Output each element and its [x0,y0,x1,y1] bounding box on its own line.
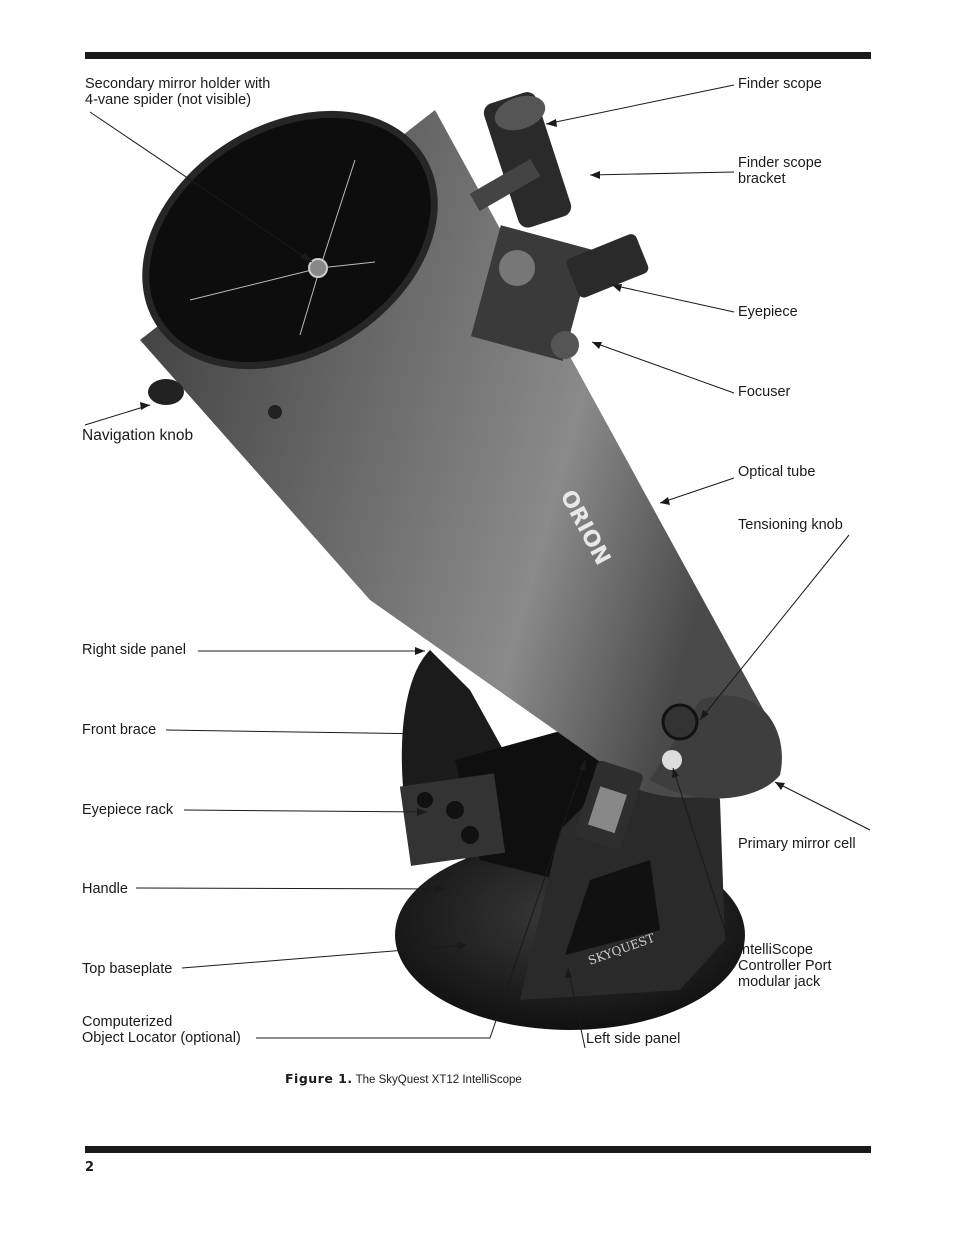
label-computerized-object-locator: Computerized Object Locator (optional) [82,1014,241,1046]
label-finder-scope: Finder scope [738,76,822,92]
left-panel-cutout [565,860,660,955]
eyepiece-shape [566,234,649,298]
label-secondary-mirror-holder: Secondary mirror holder with 4-vane spid… [85,76,271,108]
label-eyepiece-rack: Eyepiece rack [82,802,174,818]
eyepiece-rack-shape [399,773,506,866]
secondary-mirror-holder [308,258,328,278]
figure-caption-text: The SkyQuest XT12 IntelliScope [352,1074,522,1086]
label-eyepiece: Eyepiece [738,304,798,320]
tensioning-knob-shape [661,703,699,741]
controller-port-shape [662,750,682,770]
label-front-brace: Front brace [82,722,157,738]
label-optical-tube: Optical tube [738,464,816,480]
label-focuser: Focuser [738,384,791,400]
figure-number: Figure 1. [285,1071,353,1086]
label-navigation-knob: Navigation knob [82,427,194,444]
label-intelliscope-controller-port: IntelliScope Controller Port modular jac… [738,942,832,990]
primary-mirror-cell-shape [650,695,782,799]
label-top-baseplate: Top baseplate [82,961,173,977]
bottom-rule [85,1146,871,1153]
label-finder-scope-bracket: Finder scope bracket [738,155,822,187]
page-number: 2 [85,1160,95,1175]
label-tensioning-knob: Tensioning knob [738,517,843,533]
tube-aperture [142,110,438,370]
label-right-side-panel: Right side panel [82,642,186,658]
figure-caption: Figure 1. The SkyQuest XT12 IntelliScope [285,1071,522,1086]
label-left-side-panel: Left side panel [586,1031,681,1047]
navigation-knob-shape [148,379,184,405]
label-handle: Handle [82,881,128,897]
label-primary-mirror-cell: Primary mirror cell [738,836,856,852]
top-rule [85,52,871,59]
